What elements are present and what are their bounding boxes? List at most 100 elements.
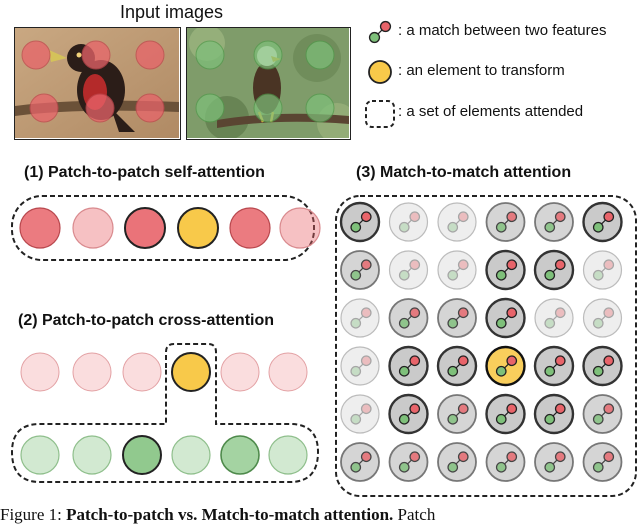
match-cell-r2-c6 xyxy=(582,250,623,290)
match-cell-r6-c3 xyxy=(437,442,477,482)
match-red-dot xyxy=(457,259,469,271)
match-red-dot xyxy=(360,451,372,463)
match-green-dot xyxy=(398,317,410,329)
match-cell-r2-c3 xyxy=(437,250,477,290)
cell-r3-c1-match-glyph xyxy=(350,307,372,329)
match-green-dot xyxy=(398,221,410,233)
match-red-dot xyxy=(554,451,566,463)
match-cell-r1-c2 xyxy=(388,202,429,242)
cell-r2-c2-match-glyph xyxy=(398,259,421,281)
match-cell-r4-c2 xyxy=(388,345,429,387)
match-cell-r1-c1 xyxy=(339,201,381,243)
legend-match-glyph xyxy=(368,20,392,44)
match-green-dot xyxy=(447,221,459,233)
photo1-patch-dot xyxy=(135,93,165,123)
match-green-dot xyxy=(350,269,362,281)
cell-r2-c6-match-glyph xyxy=(592,259,615,281)
match-red-dot xyxy=(409,355,421,367)
match-green-dot xyxy=(447,317,459,329)
cell-r4-c4-match-glyph xyxy=(495,355,518,377)
cell-r1-c3-match-glyph xyxy=(447,211,469,233)
self-attention-circle-5 xyxy=(229,207,271,249)
figure-caption: Figure 1: Patch-to-patch vs. Match-to-ma… xyxy=(0,505,435,525)
match-red-dot xyxy=(506,403,518,415)
cross-top-circle-1 xyxy=(20,352,60,392)
match-green-dot xyxy=(495,365,507,377)
match-red-dot xyxy=(457,211,469,223)
match-link-line xyxy=(453,217,463,227)
photo1-patch-dot xyxy=(135,40,165,70)
cross-bottom-circle-3 xyxy=(122,435,162,475)
cross-bottom-circle-6 xyxy=(268,435,308,475)
cell-r5-c2-match-glyph xyxy=(398,403,421,425)
cell-r2-c3-match-glyph xyxy=(447,259,469,281)
match-green-dot xyxy=(447,413,459,425)
photo2-patch-dot xyxy=(253,93,283,123)
match-red-dot xyxy=(409,211,421,223)
match-green-dot xyxy=(544,221,556,233)
cell-r3-c5-match-glyph xyxy=(544,307,566,329)
cell-r4-c3-match-glyph xyxy=(447,355,469,377)
cross-top-circle-3 xyxy=(122,352,162,392)
match-green-dot xyxy=(592,461,604,473)
match-green-dot xyxy=(592,317,604,329)
match-cell-r5-c5 xyxy=(533,393,575,435)
match-green-dot xyxy=(592,221,604,233)
cross-bottom-circle-5 xyxy=(220,435,260,475)
cell-r3-c4-match-glyph xyxy=(495,307,518,329)
match-link-line xyxy=(356,313,366,323)
match-red-dot xyxy=(409,451,421,463)
match-red-dot xyxy=(603,403,615,415)
cross-top-circle-4 xyxy=(171,352,211,392)
cell-r3-c3-match-glyph xyxy=(447,307,469,329)
match-link-line xyxy=(356,361,366,371)
legend-match-text: : a match between two features xyxy=(398,22,607,39)
match-cell-r3-c2 xyxy=(388,298,429,338)
photo2-patch-dot xyxy=(253,40,283,70)
cross-top-circle-6 xyxy=(268,352,308,392)
match-link-line xyxy=(550,313,560,323)
match-red-dot xyxy=(603,355,615,367)
cell-r3-c2-match-glyph xyxy=(398,307,421,329)
match-cell-r1-c5 xyxy=(534,202,574,242)
match-red-dot xyxy=(554,307,566,319)
match-green-dot xyxy=(592,269,604,281)
match-green-dot xyxy=(495,221,507,233)
match-cell-r3-c3 xyxy=(437,298,477,338)
match-green-dot xyxy=(350,461,362,473)
input-images-label: Input images xyxy=(120,2,224,22)
cell-r4-c2-match-glyph xyxy=(398,355,421,377)
match-green-dot xyxy=(495,413,507,425)
match-green-dot xyxy=(350,317,362,329)
match-cell-r5-c3 xyxy=(437,394,477,434)
match-link-line xyxy=(404,265,415,275)
match-link-line xyxy=(404,217,415,227)
match-red-dot xyxy=(554,211,566,223)
match-green-dot xyxy=(398,365,410,377)
self-attention-set-box xyxy=(11,195,315,261)
match-red-dot xyxy=(409,307,421,319)
match-green-dot xyxy=(350,365,362,377)
match-green-dot xyxy=(495,269,507,281)
photo1-patch-dot xyxy=(21,40,51,70)
match-red-dot xyxy=(360,403,372,415)
match-cell-r6-c4 xyxy=(485,442,526,482)
match-cell-r4-c6 xyxy=(582,345,623,387)
match-cell-r4-c5 xyxy=(533,345,575,387)
match-cell-r5-c2 xyxy=(388,393,429,435)
match-cell-r6-c2 xyxy=(388,442,429,482)
match-green-dot xyxy=(447,269,459,281)
cell-r5-c5-match-glyph xyxy=(544,403,566,425)
self-attention-circle-2 xyxy=(72,207,114,249)
match-cell-r2-c5 xyxy=(533,249,575,291)
match-green-dot xyxy=(350,221,362,233)
match-red-dot xyxy=(506,259,518,271)
match-red-dot xyxy=(457,403,469,415)
match-red-dot xyxy=(603,307,615,319)
legend-element-text: : an element to transform xyxy=(398,62,565,79)
match-red-dot xyxy=(603,259,615,271)
cell-r1-c1-match-glyph xyxy=(350,211,372,233)
legend-element-circle xyxy=(368,60,392,84)
match-cell-r4-c4 xyxy=(485,345,526,387)
